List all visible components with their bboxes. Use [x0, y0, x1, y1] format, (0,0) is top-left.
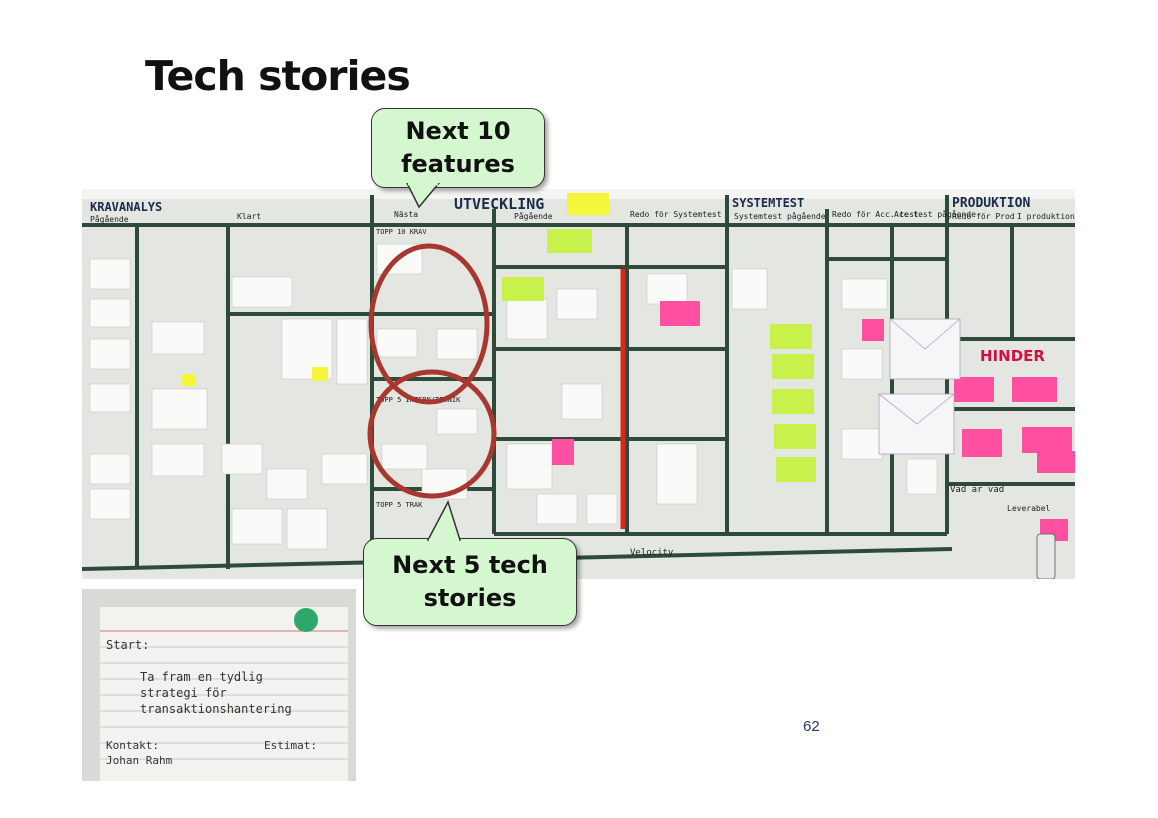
card-estimate-label: Estimat:: [264, 739, 317, 752]
card-line-1: Ta fram en tydlig: [140, 670, 263, 684]
kanban-board-photo: KRAVANALYS UTVECKLING SYSTEMTEST PRODUKT…: [82, 189, 1075, 579]
label-acctest-pagaende: Acc test pågående: [894, 209, 976, 219]
label-topp5-trak: TOPP 5 TRAK: [376, 501, 423, 509]
callout-next-5-tech-stories: Next 5 tech stories: [363, 538, 577, 626]
header-utveckling: UTVECKLING: [454, 195, 544, 213]
header-systemtest: SYSTEMTEST: [732, 196, 804, 210]
card-contact-name: Johan Rahm: [106, 754, 173, 767]
label-nasta: Nästa: [394, 210, 418, 219]
callout-tech-pointer: [426, 500, 462, 542]
label-pagaende-1: Pågående: [90, 214, 129, 224]
label-klart: Klart: [237, 212, 261, 221]
slide-title: Tech stories: [145, 52, 411, 100]
header-produktion: PRODUKTION: [952, 196, 1030, 211]
card-contact-label: Kontakt:: [106, 739, 159, 752]
label-hinder: HINDER: [980, 347, 1045, 365]
label-redo-acctest: Redo för Acc. test: [832, 210, 919, 219]
callout-next-10-features: Next 10 features: [371, 108, 545, 188]
callout-features-line1: Next 10: [405, 117, 511, 145]
card-start-label: Start:: [106, 638, 149, 652]
label-pagaende-2: Pågående: [514, 211, 553, 221]
label-systemtest-pagaende: Systemtest pågående: [734, 211, 826, 221]
header-kravanalys: KRAVANALYS: [90, 200, 162, 214]
page-number: 62: [803, 718, 820, 735]
callout-tech-line2: stories: [423, 584, 517, 612]
label-velocity: Velocity: [630, 548, 674, 558]
label-redo-systemtest: Redo för Systemtest: [630, 210, 722, 219]
label-topp10: TOPP 10 KRAV: [376, 228, 427, 236]
callout-tech-line1: Next 5 tech: [392, 551, 548, 579]
card-line-2: strategi för: [140, 686, 227, 700]
story-card-closeup: Start: Ta fram en tydlig strategi för tr…: [82, 589, 356, 781]
label-vad-ar-vad: Vad är vad: [950, 485, 1004, 495]
callout-features-line2: features: [401, 150, 515, 178]
callout-features-pointer: [406, 183, 440, 209]
label-i-produktion: I produktion: [1017, 212, 1075, 221]
card-line-3: transaktionshantering: [140, 702, 292, 716]
green-dot-icon: [294, 608, 318, 632]
label-redo-prod: Redo för Prod: [952, 212, 1015, 221]
label-leverabel: Leverabel: [1007, 504, 1051, 513]
